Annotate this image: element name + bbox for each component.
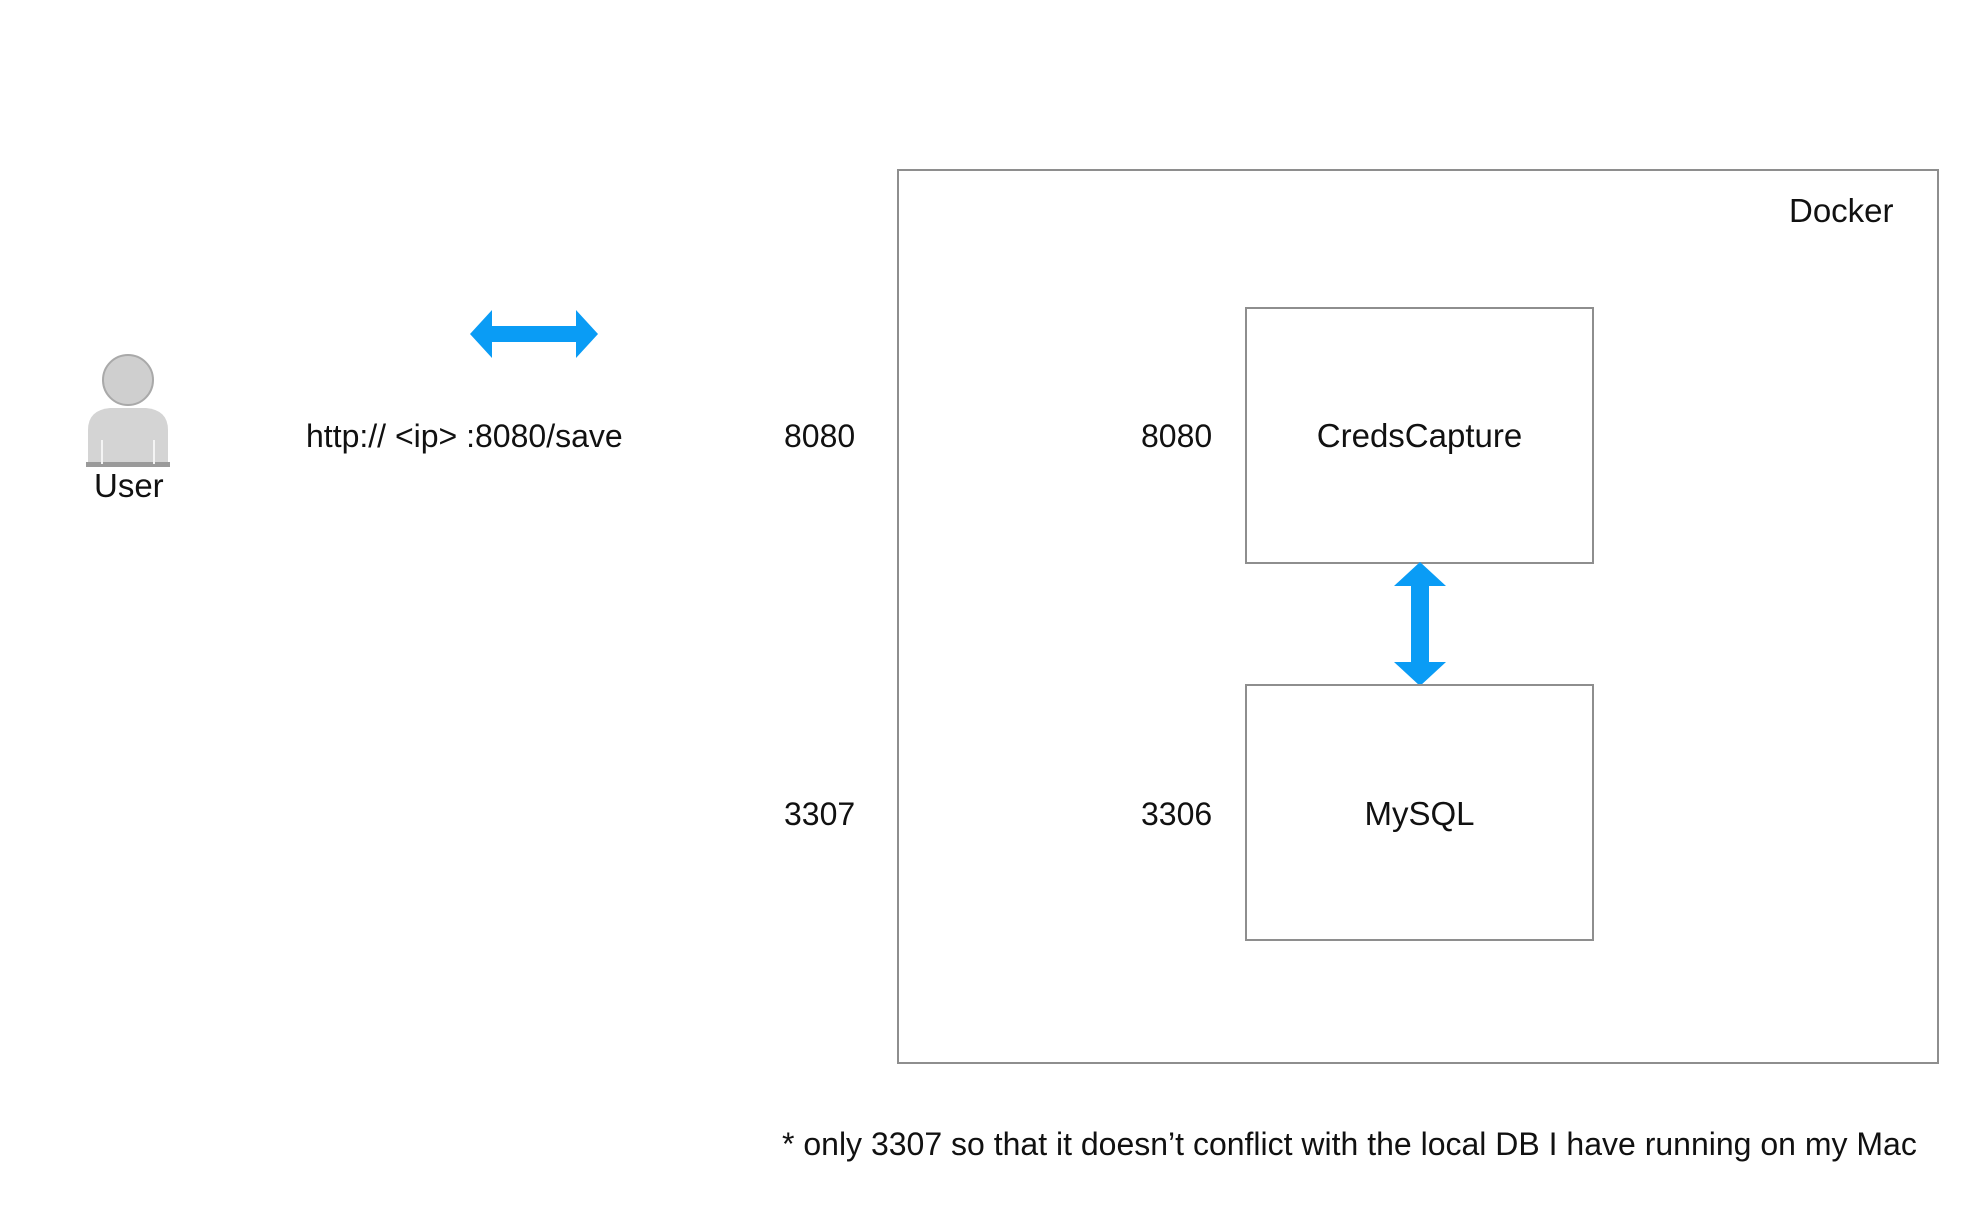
horizontal-double-arrow-icon bbox=[470, 310, 598, 358]
host-port-web: 8080 bbox=[784, 418, 856, 454]
url-label: http:// <ip> :8080/save bbox=[306, 418, 623, 454]
user-label: User bbox=[94, 467, 164, 504]
service-port-mysql: 3306 bbox=[1141, 796, 1213, 832]
user-icon bbox=[86, 354, 170, 467]
vertical-double-arrow-icon bbox=[1394, 562, 1446, 686]
mysql-service-box: MySQL bbox=[1245, 684, 1594, 941]
credscapture-label: CredsCapture bbox=[1316, 417, 1523, 454]
footnote: * only 3307 so that it doesn’t conflict … bbox=[782, 1126, 1917, 1162]
docker-label: Docker bbox=[1789, 192, 1894, 229]
service-port-creds: 8080 bbox=[1141, 418, 1213, 454]
credscapture-service-box: CredsCapture bbox=[1245, 307, 1594, 564]
user-node: User bbox=[80, 352, 180, 512]
mysql-label: MySQL bbox=[1364, 795, 1475, 832]
host-port-db: 3307 bbox=[784, 796, 856, 832]
